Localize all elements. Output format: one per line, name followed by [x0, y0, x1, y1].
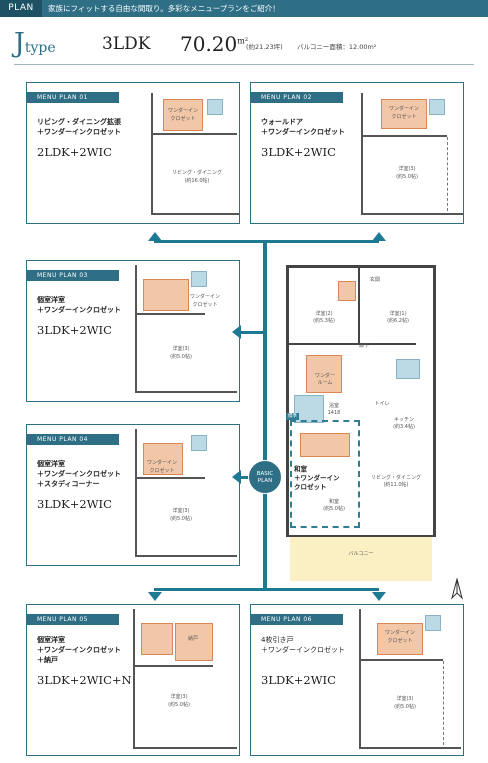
menu-plan-card-02[interactable]: MENU PLAN 02 ウォールドア＋ワンダーインクロゼット 3LDK+2WI… — [250, 82, 464, 224]
room-rouka: 廊下 — [358, 343, 369, 349]
menu-plan-description: 個室洋室＋ワンダーインクロゼット＋スタディコーナー — [37, 460, 121, 488]
basic-floorplan: 標準 玄関 洋室(2) (約5.3帖) 洋室(1) (約6.2帖) 廊下 ワンダ… — [286, 255, 436, 590]
menu-plan-layout: 3LDK+2WIC — [261, 673, 336, 687]
standard-tag: 標準 — [286, 413, 299, 420]
arrow-up-icon — [372, 232, 386, 241]
room-toilet: トイレ — [374, 401, 390, 407]
menu-plan-label: MENU PLAN 03 — [27, 270, 119, 281]
room-balcony: バルコニー — [348, 551, 374, 557]
menu-plan-layout: 3LDK+2WIC — [37, 323, 112, 337]
mini-floorplan: ワンダーイン クロゼット リビング・ダイニング (約16.0帖) — [151, 93, 239, 215]
menu-plan-card-01[interactable]: MENU PLAN 01 リビング・ダイニング拡張＋ワンダーインクロゼット 2L… — [26, 82, 240, 224]
connector-top — [154, 240, 379, 243]
room-wonder: ワンダー ルーム — [314, 373, 335, 386]
mini-floorplan: ワンダーイン クロゼット 洋室(3) (約5.0帖) — [359, 609, 461, 749]
arrow-down-icon — [148, 592, 162, 601]
menu-plan-label: MENU PLAN 04 — [27, 434, 119, 445]
mini-floorplan: ワンダーイン クロゼット 洋室(3) (約5.0帖) — [135, 265, 237, 393]
connector-bottom — [154, 588, 379, 591]
area-tsubo: (約21.23坪) — [246, 43, 283, 51]
menu-plan-description: リビング・ダイニング拡張＋ワンダーインクロゼット — [37, 118, 121, 136]
north-compass-icon — [451, 578, 463, 600]
mini-floorplan: 納戸 洋室(3) (約5.0帖) — [133, 609, 237, 749]
plan-tab: PLAN — [0, 0, 42, 17]
room-ld: リビング・ダイニング (約11.0帖) — [370, 475, 421, 488]
room-yoshitsu-2: 洋室(2) (約5.3帖) — [313, 311, 335, 324]
tagline: 家族にフィットする自由な間取り。多彩なメニュープランをご紹介！ — [48, 4, 280, 13]
room-yoshitsu-1: 洋室(1) (約6.2帖) — [387, 311, 409, 324]
type-name: Jtype — [14, 28, 56, 59]
room-genkan: 玄関 — [369, 277, 380, 283]
menu-plan-label: MENU PLAN 01 — [27, 92, 119, 103]
mini-floorplan: ワンダーイン クロゼット 洋室(3) (約5.0帖) — [361, 93, 463, 215]
menu-plan-layout: 2LDK+2WIC — [37, 145, 112, 159]
connector-plan03 — [240, 331, 265, 334]
arrow-down-icon — [372, 592, 386, 601]
arrow-left-icon — [232, 325, 241, 339]
top-banner: PLAN 家族にフィットする自由な間取り。多彩なメニュープランをご紹介！ — [0, 0, 488, 17]
menu-plan-label: MENU PLAN 02 — [251, 92, 343, 103]
menu-plan-description: 個室洋室＋ワンダーインクロゼット — [37, 296, 121, 314]
room-kitchen: キッチン (約3.4帖) — [393, 417, 415, 430]
menu-plan-layout: 3LDK+2WIC — [261, 145, 336, 159]
arrow-left-icon — [232, 470, 241, 484]
room-washitsu: 和室 (約5.0帖) — [323, 499, 345, 512]
area-value: 70.20m² — [180, 32, 249, 56]
menu-plan-layout: 3LDK+2WIC — [37, 497, 112, 511]
menu-plan-description: 4枚引き戸＋ワンダーインクロゼット — [261, 636, 345, 654]
menu-plan-label: MENU PLAN 05 — [27, 614, 119, 625]
room-washitsu-title: 和室 ＋ワンダーイン クロゼット — [294, 465, 340, 491]
menu-plan-layout: 3LDK+2WIC+N — [37, 673, 132, 687]
connector-vertical — [263, 240, 267, 590]
menu-plan-card-06[interactable]: MENU PLAN 06 4枚引き戸＋ワンダーインクロゼット 3LDK+2WIC… — [250, 604, 464, 756]
menu-plan-label: MENU PLAN 06 — [251, 614, 343, 625]
layout-label: 3LDK — [102, 34, 151, 54]
menu-plan-card-05[interactable]: MENU PLAN 05 個室洋室＋ワンダーインクロゼット＋納戸 3LDK+2W… — [26, 604, 240, 756]
room-bath: 浴室 1418 — [327, 403, 341, 416]
menu-plan-description: 個室洋室＋ワンダーインクロゼット＋納戸 — [37, 636, 121, 664]
standard-area-outline — [290, 420, 360, 528]
menu-plan-card-04[interactable]: MENU PLAN 04 個室洋室＋ワンダーインクロゼット＋スタディコーナー 3… — [26, 424, 240, 566]
menu-plan-description: ウォールドア＋ワンダーインクロゼット — [261, 118, 345, 136]
title-divider — [14, 64, 474, 65]
mini-floorplan: ワンダーイン クロゼット 洋室(3) (約5.0帖) — [135, 429, 237, 557]
connector-plan04 — [240, 476, 252, 479]
arrow-up-icon — [148, 232, 162, 241]
balcony-area: バルコニー面積：12.00m² — [297, 43, 377, 51]
menu-plan-card-03[interactable]: MENU PLAN 03 個室洋室＋ワンダーインクロゼット 3LDK+2WIC … — [26, 260, 240, 402]
